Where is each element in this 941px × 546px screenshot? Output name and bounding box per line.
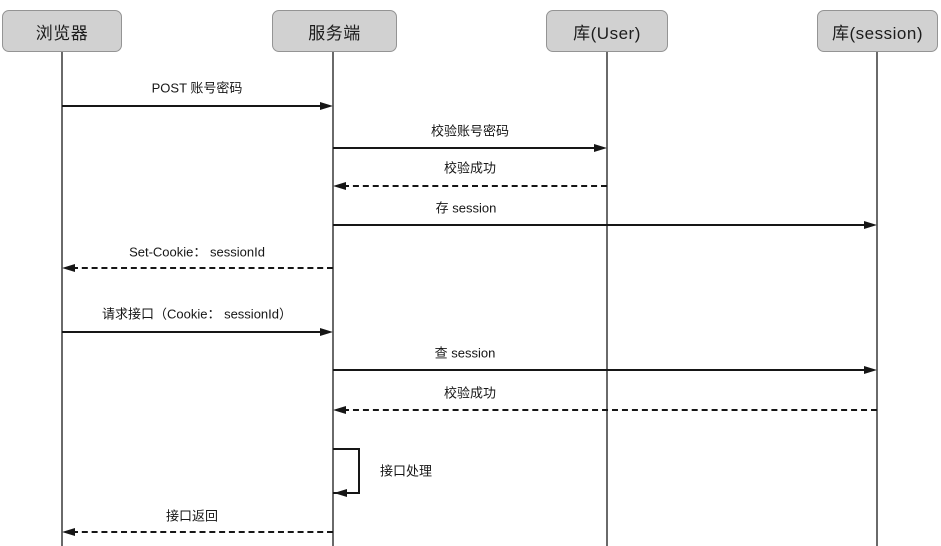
message-label: 校验成功 (440, 157, 500, 177)
message-line (333, 224, 867, 226)
message-line (333, 369, 867, 371)
message-line (62, 331, 323, 333)
arrowhead-icon (333, 405, 346, 414)
arrowhead-icon (62, 527, 75, 536)
message-line (72, 531, 333, 533)
arrowhead-icon (320, 101, 333, 110)
lifeline-server (332, 52, 334, 546)
message-label: POST 账号密码 (148, 77, 246, 97)
arrowhead-icon (864, 220, 877, 229)
message-label: 接口返回 (162, 505, 222, 525)
message-label: 接口处理 (377, 460, 436, 480)
self-message-loop (333, 448, 360, 494)
message-line (72, 267, 333, 269)
actor-db-session-label: 库(session) (832, 23, 923, 43)
message-label: 查 session (431, 342, 499, 362)
message-label: 校验账号密码 (427, 120, 513, 140)
arrowhead-icon (333, 181, 346, 190)
message-line (343, 409, 877, 411)
actor-db-user-label: 库(User) (573, 23, 641, 43)
arrowhead-icon (320, 327, 333, 336)
actor-server-label: 服务端 (308, 23, 361, 43)
message-line (62, 105, 323, 107)
message-line (343, 185, 607, 187)
message-label: 请求接口（Cookie： sessionId） (99, 303, 295, 323)
actor-server: 服务端 (272, 10, 397, 52)
lifeline-db-session (876, 52, 878, 546)
arrowhead-icon (864, 365, 877, 374)
lifeline-db-user (606, 52, 608, 546)
arrowhead-icon (594, 143, 607, 152)
actor-browser: 浏览器 (2, 10, 122, 52)
arrowhead-icon (62, 263, 75, 272)
actor-db-session: 库(session) (817, 10, 938, 52)
message-line (333, 147, 597, 149)
actor-db-user: 库(User) (546, 10, 668, 52)
message-label: Set-Cookie： sessionId (126, 241, 268, 261)
arrowhead-icon (334, 488, 347, 497)
message-label: 存 session (432, 197, 500, 217)
actor-browser-label: 浏览器 (35, 23, 89, 43)
lifeline-browser (61, 52, 63, 546)
message-label: 校验成功 (440, 382, 500, 402)
